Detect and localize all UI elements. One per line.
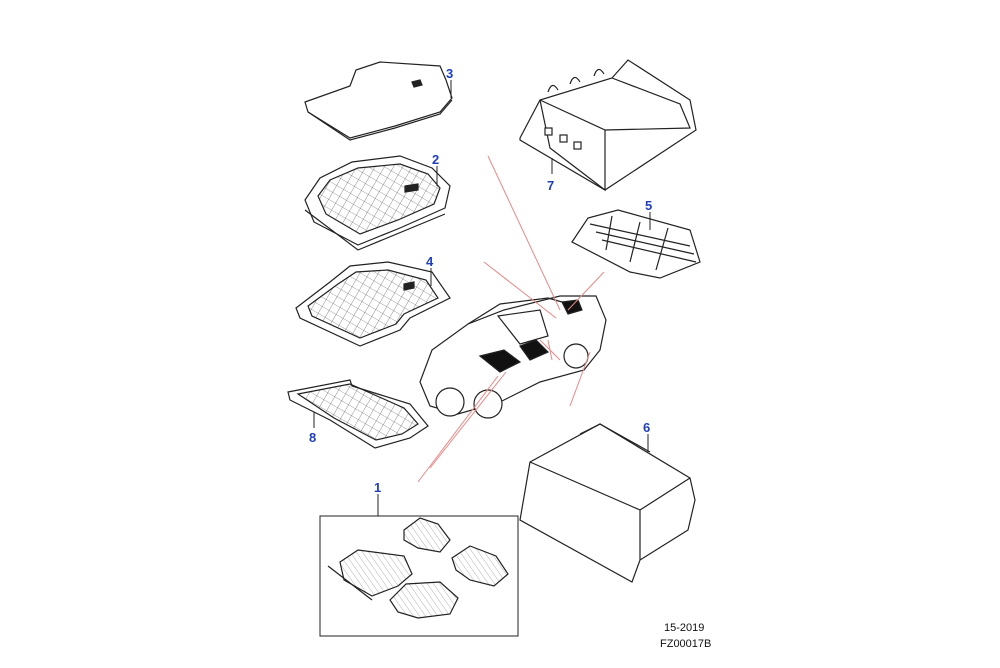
callout-7: 7 [547, 178, 554, 193]
leader-lines [313, 80, 651, 516]
part-5-slatted-floor [571, 209, 701, 279]
vehicle-illustration [419, 295, 607, 419]
part-7-boot-liner [519, 59, 697, 192]
callout-8: 8 [309, 430, 316, 445]
callout-6: 6 [643, 420, 650, 435]
callout-4: 4 [426, 254, 434, 269]
figure-code: FZ00017B [660, 638, 712, 650]
part-4-rubber-tray [295, 261, 451, 347]
part-2-tray-liner [304, 155, 451, 251]
pointer-lines [417, 155, 605, 483]
callout-5: 5 [645, 198, 652, 213]
part-6-load-liner [519, 423, 696, 583]
date-code: 15-2019 [664, 622, 705, 634]
callout-1: 1 [374, 480, 381, 495]
part-1-floor-mats [319, 515, 519, 637]
callout-2: 2 [432, 152, 439, 167]
part-3-luggage-cover [304, 61, 453, 141]
part-8-boot-mat [287, 379, 429, 449]
callout-3: 3 [446, 66, 453, 81]
